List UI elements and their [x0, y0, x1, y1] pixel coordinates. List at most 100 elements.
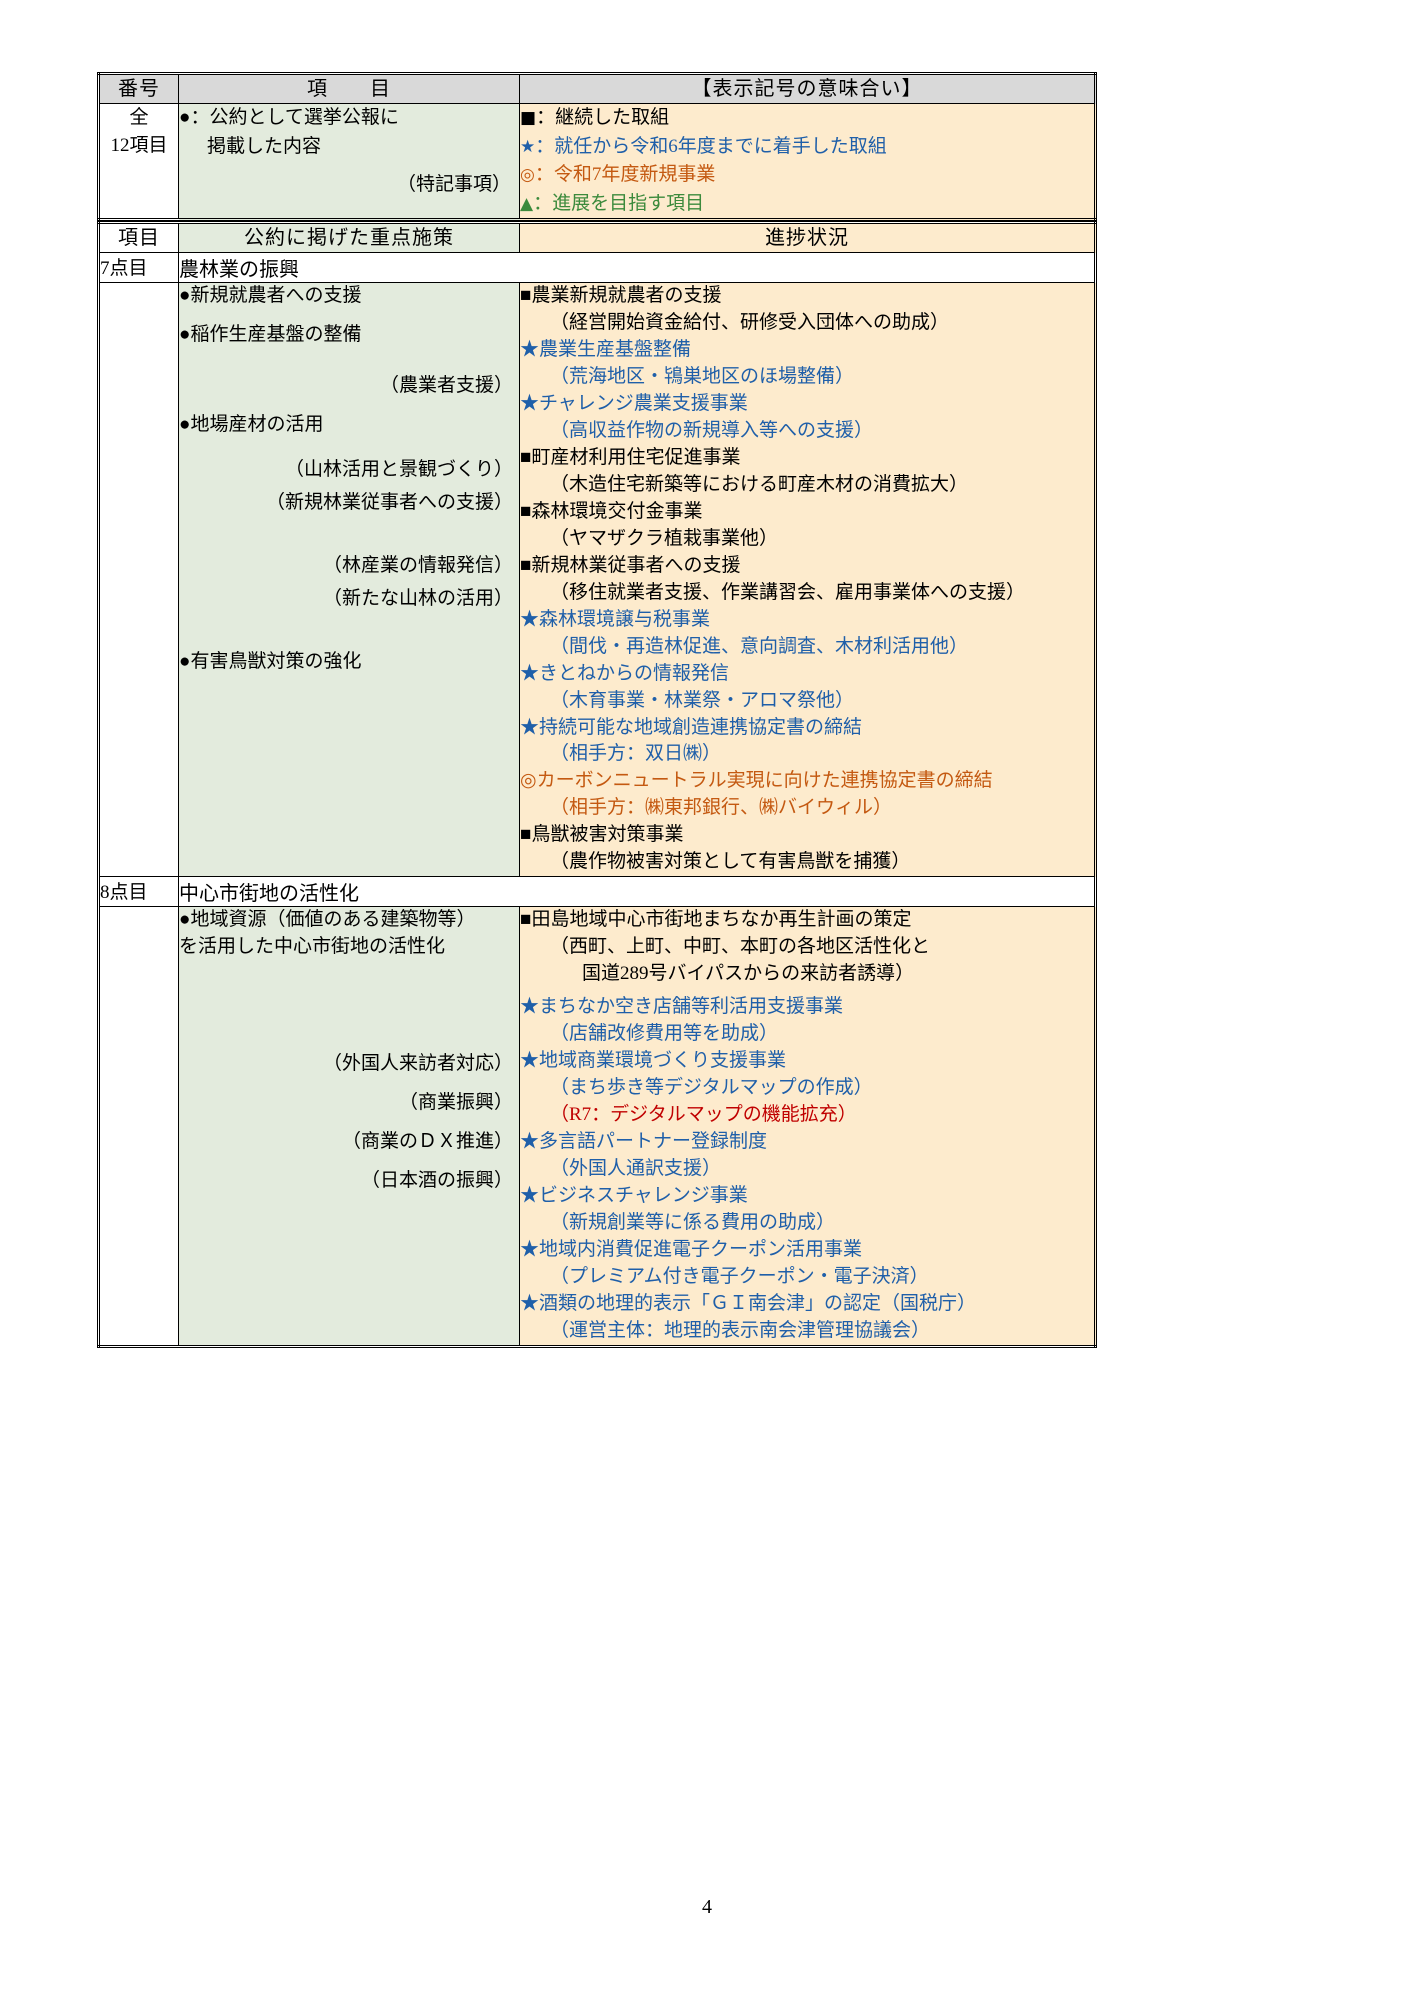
policy-line: ●地域資源（価値のある建築物等） [179, 909, 476, 931]
page-number: 4 [702, 1896, 712, 1918]
main-header-policy: 公約に掲げた重点施策 [178, 222, 520, 253]
section-title-row-8: 8点目 中心市街地の活性化 [98, 876, 1096, 908]
policy-spacer [179, 973, 519, 985]
policy-spacer [179, 997, 519, 1009]
progress-line: （店舗改修費用等を助成） [550, 1023, 779, 1045]
policy-spacer [179, 1021, 519, 1033]
policy-spacer [179, 517, 519, 529]
policy-spacer [179, 439, 519, 451]
legend-meaning-text-2: ：令和7年度新規事業 [534, 164, 716, 185]
progress-line: （荒海地区・鴇巣地区のほ場整備） [550, 365, 855, 387]
progress-line: ★チャレンジ農業支援事業 [520, 392, 748, 414]
section-content-row-8: ●地域資源（価値のある建築物等） を活用した中心市街地の活性化 （外国人来訪者対… [98, 906, 1096, 1347]
progress-line: ★多言語パートナー登録制度 [520, 1131, 768, 1153]
progress-line: （木造住宅新築等における町産木材の消費拡大） [550, 473, 969, 495]
progress-line: ★酒類の地理的表示「ＧＩ南会津」の認定（国税庁） [520, 1292, 977, 1314]
section-content-row-7: ●新規就農者への支援 ●稲作生産基盤の整備 （農業者支援） ●地場産材の活用 （… [98, 281, 1096, 878]
policy-spacer [179, 400, 519, 412]
policy-line: （新たな山林の活用） [322, 587, 513, 609]
section-7-spacer [98, 281, 179, 878]
legend-number-line2: 12項目 [110, 134, 168, 156]
section-number-7: 7点目 [98, 252, 179, 283]
double-circle-icon: ◎ [520, 165, 535, 185]
progress-line: ★農業生産基盤整備 [520, 338, 692, 360]
legend-item-line3: （特記事項） [396, 174, 511, 195]
policy-line: （林産業の情報発信） [322, 554, 513, 576]
policy-spacer [179, 1009, 519, 1021]
section-number-8: 8点目 [98, 876, 179, 908]
policy-spacer [179, 349, 519, 361]
progress-line: ★持続可能な地域創造連携協定書の締結 [520, 716, 863, 738]
section-title-8: 中心市街地の活性化 [178, 876, 1096, 908]
policy-spacer [179, 361, 519, 373]
policy-spacer [179, 613, 519, 625]
legend-meaning-0: ■：継続した取組 [520, 104, 1094, 133]
progress-line: （プレミアム付き電子クーポン・電子決済） [550, 1265, 929, 1287]
main-header-item: 項目 [98, 222, 179, 253]
legend-item-cell: ●：公約として選挙公報に 掲載した内容 （特記事項） [178, 103, 520, 220]
legend-number-cell: 全 12項目 [98, 103, 179, 220]
legend-header-item: 項 目 [178, 73, 520, 104]
progress-line: ■鳥獣被害対策事業 [520, 824, 684, 846]
policy-line: （新規林業従事者への支援） [265, 491, 513, 513]
legend-meaning-cell: ■：継続した取組 ★：就任から令和6年度までに着手した取組 ◎：令和7年度新規事… [519, 103, 1096, 220]
legend-meaning-text-0: ：継続した取組 [536, 107, 670, 128]
progress-line: ★森林環境譲与税事業 [520, 608, 711, 630]
progress-line: （相手方：㈱東邦銀行、㈱バイウィル） [550, 797, 893, 819]
progress-line: （経営開始資金給付、研修受入団体への助成） [550, 311, 950, 333]
policy-line: （山林活用と景観づくり） [284, 458, 513, 480]
progress-line: （ヤマザクラ植栽事業他） [550, 527, 779, 549]
policy-line: （農業者支援） [379, 374, 513, 396]
policy-spacer [179, 625, 519, 637]
progress-line: ★きとねからの情報発信 [520, 662, 730, 684]
progress-line: ■農業新規就農者の支援 [520, 285, 722, 306]
legend-header-number: 番号 [98, 73, 179, 104]
progress-line: （新規創業等に係る費用の助成） [550, 1211, 836, 1233]
progress-line: ★ビジネスチャレンジ事業 [520, 1185, 748, 1206]
legend-number-line1: 全 [129, 107, 149, 128]
legend-item-line2: 掲載した内容 [207, 135, 322, 157]
triangle-icon: ▲ [520, 193, 534, 214]
policy-spacer [179, 310, 519, 322]
main-table-container: 項目 公約に掲げた重点施策 進捗状況 7点目 農林業の振興 ●新規就農者への支援… [97, 221, 1097, 1348]
policy-spacer [179, 1078, 519, 1090]
legend-item-line1: ●：公約として選挙公報に [179, 107, 399, 128]
progress-line: ■新規林業従事者への支援 [520, 554, 741, 576]
legend-meaning-text-3: ：進展を目指す項目 [533, 192, 705, 214]
legend-table-container: 番号 項 目 【表示記号の意味合い】 全 12項目 ●：公約として選挙公報に 掲… [97, 72, 1097, 221]
policy-line: ●地場産材の活用 [179, 413, 324, 435]
policy-spacer [179, 637, 519, 649]
progress-line: （木育事業・林業祭・アロマ祭他） [550, 689, 855, 711]
legend-body-row: 全 12項目 ●：公約として選挙公報に 掲載した内容 （特記事項） ■：継続した… [98, 103, 1096, 220]
progress-line: （高収益作物の新規導入等への支援） [550, 419, 874, 441]
section-title-row-7: 7点目 農林業の振興 [98, 252, 1096, 283]
policy-line: （商業のＤＸ推進） [341, 1131, 513, 1153]
section-title-7: 農林業の振興 [178, 252, 1096, 283]
section-7-policy-cell: ●新規就農者への支援 ●稲作生産基盤の整備 （農業者支援） ●地場産材の活用 （… [178, 281, 520, 878]
policy-spacer [179, 1156, 519, 1168]
square-icon: ■ [520, 108, 537, 128]
policy-line: （日本酒の振興） [360, 1170, 513, 1192]
legend-header-row: 番号 項 目 【表示記号の意味合い】 [98, 73, 1096, 104]
policy-line: ●新規就農者への支援 [179, 285, 362, 306]
progress-line: （まち歩き等デジタルマップの作成） [550, 1077, 873, 1099]
policy-line: ●稲作生産基盤の整備 [179, 323, 362, 345]
legend-meaning-1: ★：就任から令和6年度までに着手した取組 [520, 133, 1094, 162]
progress-line: （外国人通訳支援） [550, 1158, 722, 1180]
policy-line: ●有害鳥獣対策の強化 [179, 650, 362, 672]
progress-line: ■町産材利用住宅促進事業 [520, 446, 741, 468]
progress-line: （間伐・再造林促進、意向調査、木材利活用他） [550, 635, 969, 657]
policy-line: （外国人来訪者対応） [322, 1053, 513, 1075]
progress-line: ★地域内消費促進電子クーポン活用事業 [520, 1238, 863, 1260]
legend-header-meaning: 【表示記号の意味合い】 [519, 73, 1096, 104]
main-header-row: 項目 公約に掲げた重点施策 進捗状況 [98, 222, 1096, 253]
progress-line: （西町、上町、中町、本町の各地区活性化と [550, 936, 931, 958]
progress-line: ★地域商業環境づくり支援事業 [520, 1050, 787, 1072]
policy-line: （商業振興） [398, 1092, 513, 1114]
legend-meaning-text-1: ：就任から令和6年度までに着手した取組 [535, 135, 887, 157]
progress-line: ■森林環境交付金事業 [520, 500, 703, 522]
policy-spacer [179, 1117, 519, 1129]
progress-line: （移住就業者支援、作業講習会、雇用事業体への支援） [550, 581, 1026, 603]
progress-line: （相手方：双日㈱） [550, 743, 722, 765]
